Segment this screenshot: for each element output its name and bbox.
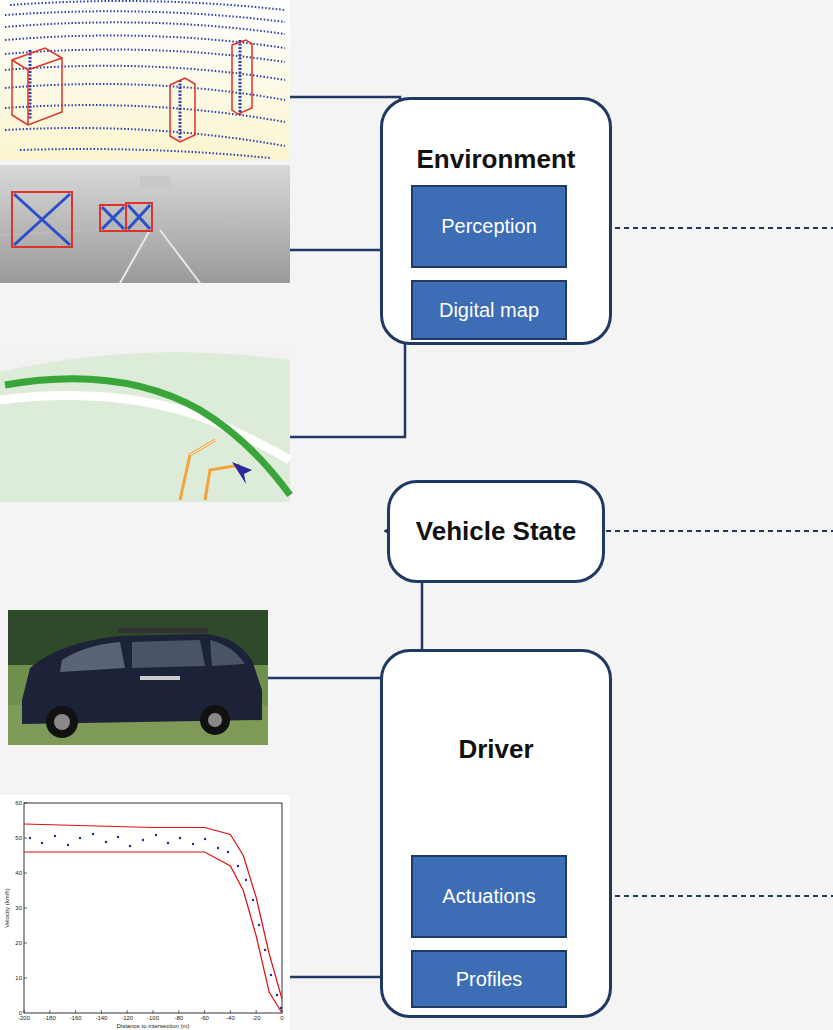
node-label: Digital map: [439, 299, 539, 322]
axis-tick: -100: [147, 1015, 159, 1021]
axis-tick: 50: [15, 835, 22, 841]
node-heading: Vehicle State: [416, 516, 576, 547]
node-heading: Driver: [383, 734, 609, 765]
axis-tick: -20: [252, 1015, 261, 1021]
state-box: Vehicle State: [387, 480, 605, 583]
process-box: Perception: [411, 185, 567, 268]
axis-tick: -60: [200, 1015, 209, 1021]
axis-tick: -40: [226, 1015, 235, 1021]
axis-tick: -200: [18, 1015, 30, 1021]
axis-tick: 20: [15, 940, 22, 946]
axis-tick: 10: [15, 975, 22, 981]
process-box: Actuations: [411, 855, 567, 938]
camera-image: [0, 165, 290, 283]
axis-tick: -120: [121, 1015, 133, 1021]
axis-tick: 60: [15, 800, 22, 806]
node-label: Actuations: [442, 885, 535, 908]
axis-tick: -180: [44, 1015, 56, 1021]
group-box: DriverActuationsProfiles: [380, 649, 612, 1018]
map-image: [0, 345, 290, 502]
lidar-image: [0, 0, 290, 160]
process-box: Digital map: [411, 280, 567, 340]
node-label: Profiles: [456, 968, 523, 991]
process-box: Profiles: [411, 950, 567, 1008]
axis-tick: 40: [15, 870, 22, 876]
output-dashes: [606, 228, 833, 896]
axis-tick: -80: [174, 1015, 183, 1021]
axis-tick: -160: [70, 1015, 82, 1021]
car-photo: [8, 610, 268, 745]
axis-tick: -140: [95, 1015, 107, 1021]
node-heading: Environment: [383, 144, 609, 175]
axis-title: Velocity (km/h): [4, 888, 10, 927]
group-box: EnvironmentPerceptionDigital map: [380, 97, 612, 345]
node-label: Perception: [441, 215, 537, 238]
axis-title: Distance to intersection (m): [116, 1023, 189, 1029]
profile-plot: [0, 795, 290, 1030]
axis-tick: 30: [15, 905, 22, 911]
axis-tick: 0: [280, 1015, 283, 1021]
